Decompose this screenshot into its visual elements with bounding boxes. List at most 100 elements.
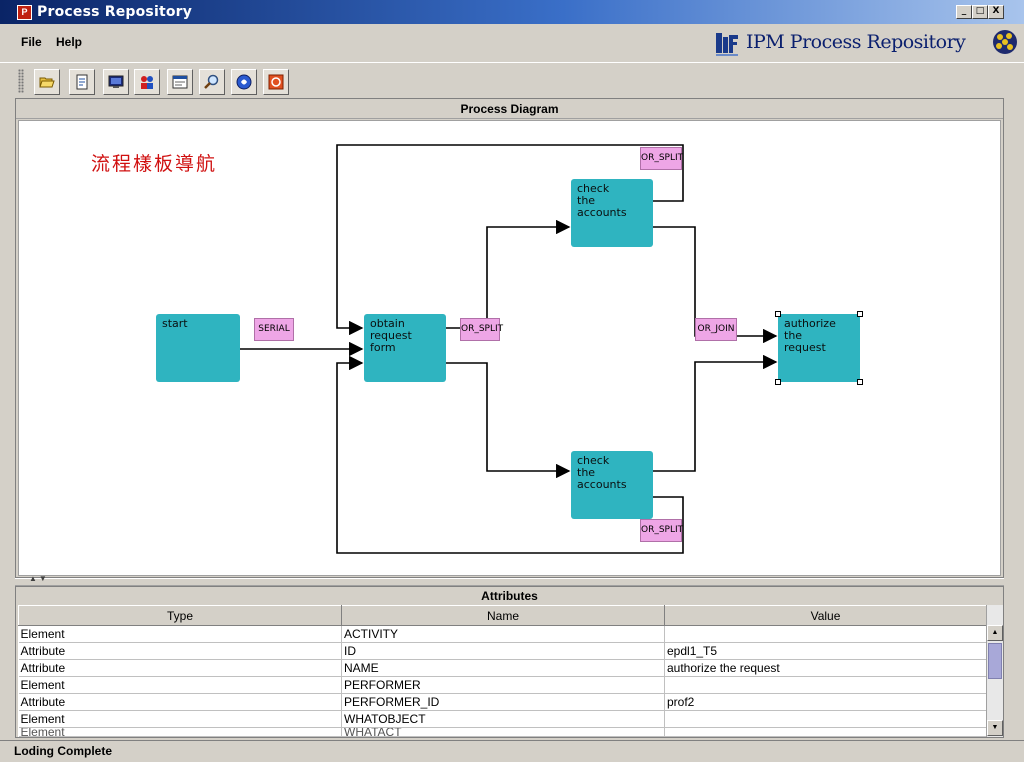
cell-value xyxy=(664,727,987,737)
cell-name: PERFORMER xyxy=(341,676,665,694)
menu-bar: File Help IPM Process Repository xyxy=(0,24,1024,62)
selection-handle[interactable] xyxy=(857,379,863,385)
diagram-panel-title: Process Diagram xyxy=(16,99,1003,119)
column-header-type[interactable]: Type xyxy=(18,605,342,626)
maximize-button[interactable]: □ xyxy=(972,5,988,19)
table-row[interactable]: Attribute NAME authorize the request xyxy=(18,659,987,677)
document-button[interactable] xyxy=(69,69,95,95)
scroll-thumb[interactable] xyxy=(988,643,1002,679)
panel-splitter[interactable]: ▲▼ xyxy=(15,574,1004,586)
connector-loop-bottom xyxy=(336,355,684,554)
window-title: Process Repository xyxy=(37,4,193,20)
column-header-value[interactable]: Value xyxy=(664,605,987,626)
menu-file[interactable]: File xyxy=(21,35,42,49)
window-button[interactable] xyxy=(167,69,193,95)
cell-value xyxy=(664,676,987,694)
search-button[interactable] xyxy=(199,69,225,95)
table-row[interactable]: Element ACTIVITY xyxy=(18,625,987,643)
cell-type: Attribute xyxy=(18,693,342,711)
document-icon xyxy=(76,74,88,90)
cell-type: Element xyxy=(18,727,342,737)
table-row[interactable]: Attribute PERFORMER_ID prof2 xyxy=(18,693,987,711)
node-start[interactable]: start xyxy=(156,314,240,382)
table-header-row: Type Name Value xyxy=(18,605,987,626)
globe-icon xyxy=(993,30,1017,54)
cell-name: WHATACT xyxy=(341,727,665,737)
status-text: Loding Complete xyxy=(14,744,112,758)
minimize-button[interactable]: _ xyxy=(956,5,972,19)
navigation-caption: 流程樣板導航 xyxy=(91,153,218,175)
gateway-serial[interactable]: SERIAL xyxy=(254,318,294,341)
cell-type: Element xyxy=(18,710,342,728)
cell-type: Element xyxy=(18,625,342,643)
cell-type: Attribute xyxy=(18,642,342,660)
selection-handle[interactable] xyxy=(857,311,863,317)
connector-check-bottom-authorize xyxy=(653,354,778,472)
gateway-or-split-bottom[interactable]: OR_SPLIT xyxy=(640,519,683,542)
cell-value xyxy=(664,710,987,728)
open-button[interactable] xyxy=(34,69,60,95)
node-obtain-request-form[interactable]: obtain request form xyxy=(364,314,446,382)
window-icon xyxy=(172,75,188,89)
title-bar[interactable]: P Process Repository _ □ X xyxy=(0,0,1024,24)
node-authorize-request[interactable]: authorize the request xyxy=(778,314,860,382)
app-icon: P xyxy=(17,5,32,20)
info-button[interactable] xyxy=(231,69,257,95)
search-icon xyxy=(204,74,219,89)
users-button[interactable] xyxy=(134,69,160,95)
cell-value: epdl1_T5 xyxy=(664,642,987,660)
process-diagram-panel: Process Diagram xyxy=(15,98,1004,578)
bottom-strip xyxy=(0,762,1024,768)
selection-handle[interactable] xyxy=(775,311,781,317)
table-row[interactable]: Attribute ID epdl1_T5 xyxy=(18,642,987,660)
connector-loop-top xyxy=(336,144,684,336)
node-check-accounts-top[interactable]: check the accounts xyxy=(571,179,653,247)
toolbar xyxy=(0,62,1024,98)
cell-name: ACTIVITY xyxy=(341,625,665,643)
brand-title: IPM Process Repository xyxy=(746,31,966,53)
exit-icon xyxy=(268,74,284,90)
ipm-logo-icon xyxy=(716,33,738,56)
status-bar: Loding Complete xyxy=(0,740,1024,762)
brand-banner: IPM Process Repository xyxy=(716,27,1017,59)
cell-value xyxy=(664,625,987,643)
column-header-name[interactable]: Name xyxy=(341,605,665,626)
cell-type: Attribute xyxy=(18,659,342,677)
gateway-or-split-top[interactable]: OR_SPLIT xyxy=(640,147,683,170)
scroll-up-icon[interactable]: ▲ xyxy=(987,625,1003,641)
gateway-or-join[interactable]: OR_JOIN xyxy=(695,318,737,341)
connector-obtain-check-bottom xyxy=(446,362,571,479)
gateway-or-split-middle[interactable]: OR_SPLIT xyxy=(460,318,503,341)
table-row[interactable]: Element PERFORMER xyxy=(18,676,987,694)
splitter-arrows-icon[interactable]: ▲▼ xyxy=(29,574,49,583)
monitor-button[interactable] xyxy=(103,69,129,95)
cell-value: prof2 xyxy=(664,693,987,711)
cell-name: NAME xyxy=(341,659,665,677)
cell-name: WHATOBJECT xyxy=(341,710,665,728)
cell-name: ID xyxy=(341,642,665,660)
vertical-scrollbar[interactable]: ▲ ▼ xyxy=(986,605,1003,737)
table-row[interactable]: Element WHATOBJECT xyxy=(18,710,987,728)
exit-button[interactable] xyxy=(263,69,289,95)
connector-loop-bottom-branch xyxy=(653,496,684,519)
connector-obtain-check-top xyxy=(446,219,571,329)
menu-help[interactable]: Help xyxy=(56,35,83,49)
attributes-panel: Attributes Type Name Value Element ACTIV… xyxy=(15,586,1004,738)
table-row[interactable]: Element WHATACT xyxy=(18,727,987,737)
attributes-panel-title: Attributes xyxy=(481,589,538,603)
toolbar-grip[interactable] xyxy=(18,69,24,93)
open-folder-icon xyxy=(39,77,55,88)
cell-name: PERFORMER_ID xyxy=(341,693,665,711)
scroll-down-icon[interactable]: ▼ xyxy=(987,720,1003,736)
selection-handle[interactable] xyxy=(775,379,781,385)
cell-value: authorize the request xyxy=(664,659,987,677)
attributes-table: Type Name Value Element ACTIVITY Attribu… xyxy=(18,605,987,737)
connector-loop-top-branch xyxy=(653,169,684,202)
diagram-canvas[interactable]: 流程樣板導航 start obtain request form check t… xyxy=(18,120,1001,576)
close-button[interactable]: X xyxy=(988,5,1004,19)
cell-type: Element xyxy=(18,676,342,694)
info-icon xyxy=(236,74,252,90)
monitor-icon xyxy=(108,75,124,88)
node-check-accounts-bottom[interactable]: check the accounts xyxy=(571,451,653,519)
